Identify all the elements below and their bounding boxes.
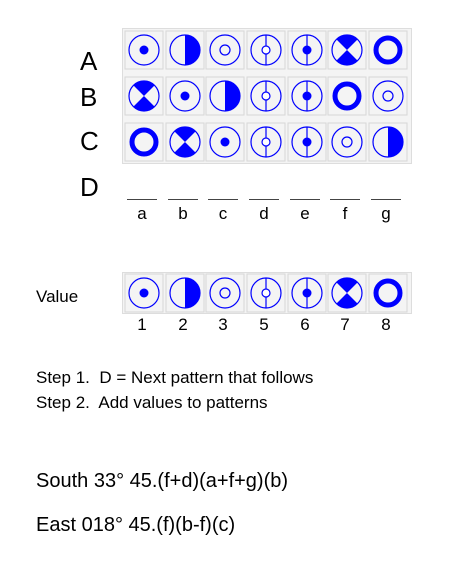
row-label-b: B [80,82,98,112]
column-letter-e: e [300,204,310,223]
grid-symbol-c-e [287,122,327,162]
step-2-text: Step 2. Add values to patterns [36,393,268,412]
answer-blank-f [330,199,360,200]
value-label: Value [36,287,79,306]
value-symbol-6 [287,273,327,313]
grid-symbol-c-c [205,122,245,162]
answer-blank-e [290,199,320,200]
south-coordinate: South 33° 45.(f+d)(a+f+g)(b) [36,470,289,492]
column-letter-a: a [137,204,147,223]
grid-symbol-a-e [287,30,327,70]
grid-symbol-a-f [327,30,367,70]
value-symbol-1 [124,273,164,313]
column-letter-d: d [259,204,269,223]
row-label-c: C [80,126,99,156]
step-1-text: Step 1. D = Next pattern that follows [36,368,314,387]
value-number-1: 1 [137,315,147,334]
grid-symbol-b-d [246,76,286,116]
value-number-3: 3 [218,315,228,334]
grid-symbol-c-f [327,122,367,162]
value-symbol-5 [246,273,286,313]
grid-symbol-c-d [246,122,286,162]
grid-symbol-a-d [246,30,286,70]
grid-symbol-c-b [165,122,205,162]
grid-symbol-a-a [124,30,164,70]
value-symbol-7 [327,273,367,313]
value-number-2: 2 [178,315,188,334]
grid-symbol-b-f [327,76,367,116]
grid-symbol-c-a [124,122,164,162]
value-number-5: 5 [259,315,269,334]
value-symbol-2 [165,273,205,313]
pattern-grid-symbols [124,30,408,162]
value-number-7: 7 [340,315,350,334]
value-symbol-3 [205,273,245,313]
grid-symbol-b-c [205,76,245,116]
value-symbol-8 [368,273,408,313]
grid-symbol-b-a [124,76,164,116]
answer-blank-b [168,199,198,200]
east-coordinate: East 018° 45.(f)(b-f)(c) [36,514,236,536]
grid-symbol-b-b [165,76,205,116]
grid-symbol-a-c [205,30,245,70]
column-letter-b: b [178,204,188,223]
row-label-a: A [80,46,98,76]
answer-blank-a [127,199,157,200]
grid-symbol-b-g [368,76,408,116]
row-label-d: D [80,172,99,202]
grid-symbol-b-e [287,76,327,116]
pattern-grid [122,28,412,164]
value-key-panel [122,272,412,314]
value-key-symbols [124,273,408,313]
grid-symbol-c-g [368,122,408,162]
column-letter-f: f [342,204,348,223]
answer-blank-c [208,199,238,200]
grid-symbol-a-b [165,30,205,70]
value-number-6: 6 [300,315,310,334]
column-letter-c: c [218,204,228,223]
answer-blank-g [371,199,401,200]
column-letter-g: g [381,204,391,223]
grid-symbol-a-g [368,30,408,70]
answer-blank-d [249,199,279,200]
value-number-8: 8 [381,315,391,334]
